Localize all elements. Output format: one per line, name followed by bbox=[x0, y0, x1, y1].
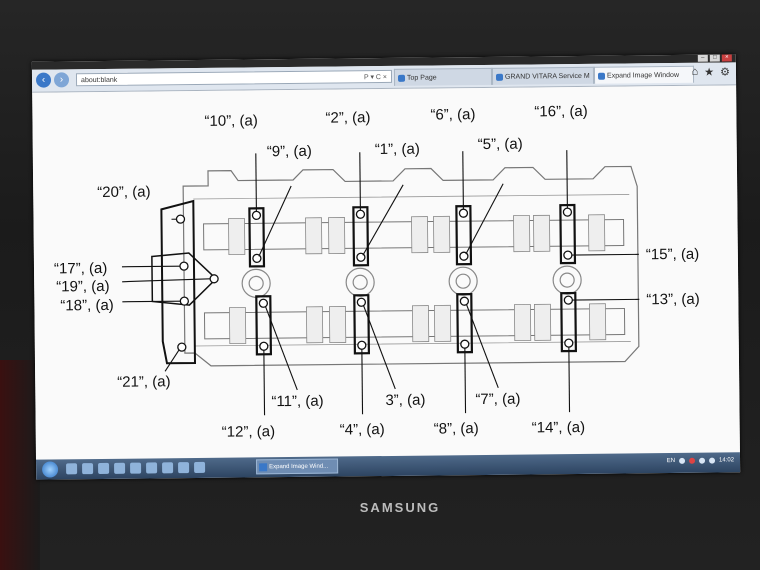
front-housing-bracket bbox=[151, 252, 218, 306]
image-viewer: “10”, (a) “2”, (a) “6”, (a) “16”, (a) “9… bbox=[32, 85, 740, 460]
minimize-button[interactable]: – bbox=[697, 54, 708, 62]
network-icon[interactable] bbox=[678, 457, 686, 464]
address-bar[interactable]: about:blank P ▾ C × bbox=[75, 69, 393, 87]
label-bolt-10: “10”, (a) bbox=[204, 112, 258, 130]
ie-page-icon bbox=[259, 463, 268, 472]
security-alert-icon[interactable] bbox=[688, 457, 696, 464]
settings-gear-icon[interactable]: ⚙ bbox=[720, 66, 731, 79]
leader-lines bbox=[121, 150, 640, 416]
ie-page-icon bbox=[397, 74, 406, 82]
favorites-star-icon[interactable]: ★ bbox=[704, 66, 715, 79]
label-bolt-5: “5”, (a) bbox=[477, 135, 523, 154]
label-bolt-2: “2”, (a) bbox=[325, 109, 371, 127]
label-bolt-3: 3”, (a) bbox=[385, 391, 426, 410]
label-bolt-6: “6”, (a) bbox=[430, 106, 476, 124]
app-icon[interactable] bbox=[146, 462, 158, 474]
label-bolt-4: “4”, (a) bbox=[339, 421, 385, 439]
label-bolt-13: “13”, (a) bbox=[646, 290, 700, 309]
monitor-brand-logo: SAMSUNG bbox=[359, 500, 441, 515]
app-icon[interactable] bbox=[162, 462, 174, 474]
clock[interactable]: 14:02 bbox=[718, 457, 735, 464]
app-icon[interactable] bbox=[130, 462, 142, 474]
label-bolt-17: “17”, (a) bbox=[53, 259, 108, 278]
cam-lobes bbox=[228, 214, 607, 345]
tab-label: Top Page bbox=[406, 74, 437, 82]
toolbar-icons: ⌂ ★ ⚙ bbox=[691, 65, 731, 79]
label-bolt-11: “11”, (a) bbox=[271, 392, 324, 411]
label-bolt-21: “21”, (a) bbox=[117, 373, 171, 391]
battery-icon[interactable] bbox=[708, 457, 716, 464]
taskbar-window-expand-image[interactable]: Expand Image Wind... bbox=[256, 458, 339, 475]
close-button[interactable]: × bbox=[721, 54, 732, 62]
ie-icon[interactable] bbox=[66, 463, 78, 475]
home-icon[interactable]: ⌂ bbox=[691, 65, 699, 78]
app-icon[interactable] bbox=[194, 461, 206, 474]
forward-icon[interactable]: › bbox=[53, 72, 70, 88]
background-surroundings bbox=[0, 360, 40, 570]
monitor-screen: – □ × ‹ › about:blank P ▾ C × Top Page G… bbox=[31, 54, 741, 480]
tab-label: Expand Image Window bbox=[606, 71, 680, 80]
tab-label: GRAND VITARA Service M bbox=[504, 72, 590, 81]
label-bolt-16: “16”, (a) bbox=[534, 102, 588, 121]
label-bolt-12: “12”, (a) bbox=[221, 423, 276, 441]
ie-page-icon bbox=[597, 72, 606, 80]
label-bolt-8: “8”, (a) bbox=[433, 420, 479, 438]
front-housing-plate bbox=[160, 199, 197, 365]
explorer-icon[interactable] bbox=[82, 463, 94, 475]
label-bolt-19: “19”, (a) bbox=[56, 277, 110, 296]
address-bar-icons[interactable]: P ▾ C × bbox=[363, 73, 388, 82]
language-indicator[interactable]: EN bbox=[666, 457, 676, 465]
back-icon[interactable]: ‹ bbox=[35, 72, 52, 88]
volume-icon[interactable] bbox=[698, 457, 706, 464]
tab-grand-vitara-service[interactable]: GRAND VITARA Service M bbox=[491, 66, 595, 85]
label-bolt-18: “18”, (a) bbox=[60, 296, 114, 315]
label-bolt-15: “15”, (a) bbox=[645, 245, 700, 264]
media-icon[interactable] bbox=[98, 462, 110, 475]
app-icon[interactable] bbox=[114, 462, 126, 474]
tab-expand-image-window[interactable]: Expand Image Window bbox=[593, 65, 695, 84]
camshaft-housing-bolt-diagram bbox=[121, 150, 640, 416]
label-bolt-9: “9”, (a) bbox=[266, 142, 312, 161]
label-bolt-20: “20”, (a) bbox=[97, 183, 151, 202]
tab-top-page[interactable]: Top Page bbox=[393, 67, 493, 86]
ie-page-icon bbox=[495, 73, 504, 81]
label-bolt-14: “14”, (a) bbox=[531, 418, 586, 437]
system-tray: EN 14:02 bbox=[667, 457, 734, 464]
label-bolt-1: “1”, (a) bbox=[374, 140, 420, 159]
taskbar-task-label: Expand Image Wind... bbox=[269, 463, 329, 471]
start-button[interactable] bbox=[42, 461, 59, 478]
maximize-button[interactable]: □ bbox=[709, 54, 720, 62]
app-icon[interactable] bbox=[178, 462, 190, 474]
address-text: about:blank bbox=[80, 76, 118, 85]
label-bolt-7: “7”, (a) bbox=[475, 390, 521, 409]
spark-plug-holes bbox=[241, 265, 582, 298]
